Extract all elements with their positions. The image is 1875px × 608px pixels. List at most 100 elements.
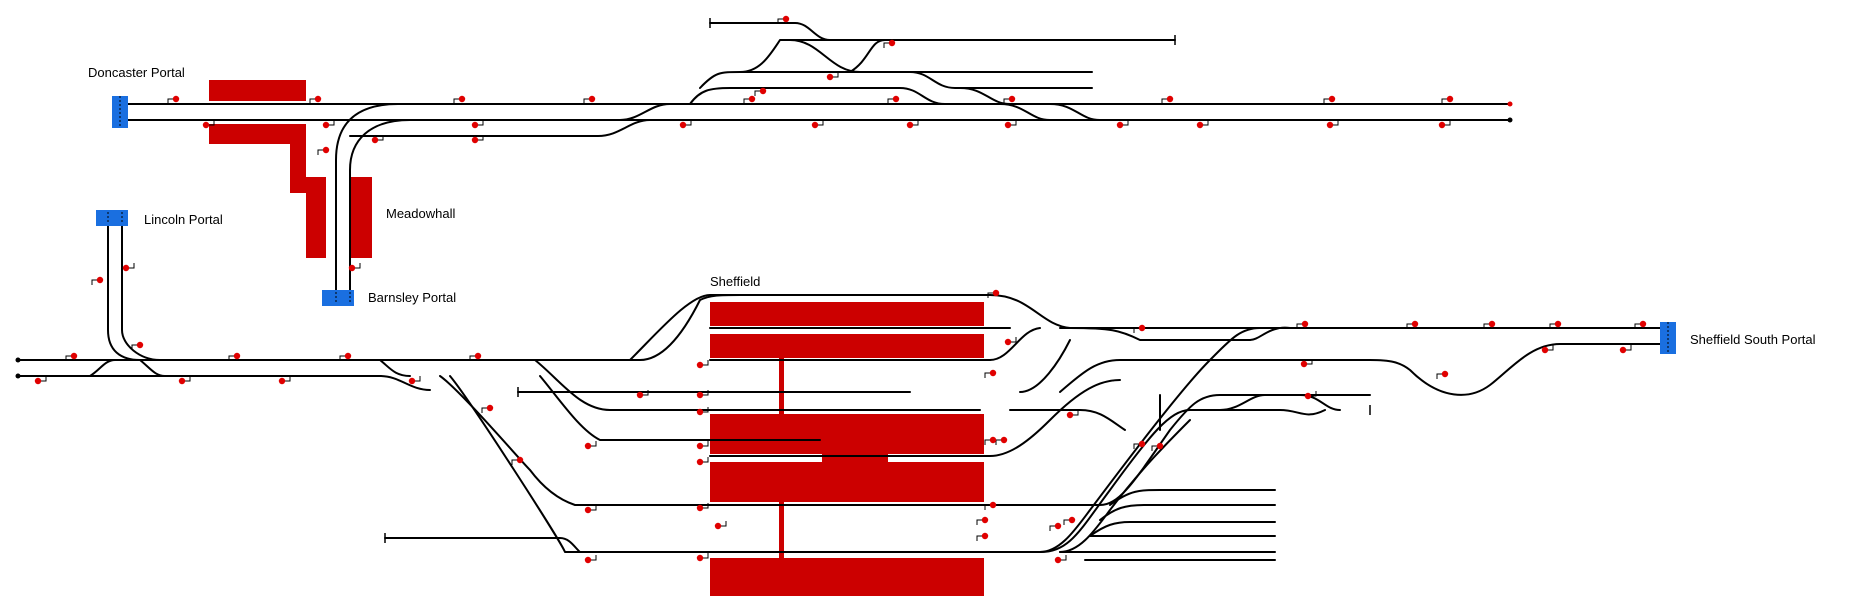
signal-light[interactable] xyxy=(1639,320,1647,328)
sheffield-platform-5 xyxy=(710,558,984,596)
signal-light[interactable] xyxy=(1304,392,1312,400)
signal-light[interactable] xyxy=(233,352,241,360)
signal-light[interactable] xyxy=(314,95,322,103)
signal-light[interactable] xyxy=(1541,346,1549,354)
signal-light[interactable] xyxy=(1488,320,1496,328)
signal-light[interactable] xyxy=(811,121,819,129)
signal-light[interactable] xyxy=(1446,95,1454,103)
track-down-crossover xyxy=(999,103,1051,121)
signal-light[interactable] xyxy=(584,442,592,450)
track-east-crossover-a xyxy=(1219,394,1266,411)
signal-light[interactable] xyxy=(348,264,356,272)
signal-light[interactable] xyxy=(679,121,687,129)
signal-light[interactable] xyxy=(989,501,997,509)
signal-light[interactable] xyxy=(1066,411,1074,419)
signal-light[interactable] xyxy=(344,352,352,360)
signal-light[interactable] xyxy=(1004,121,1012,129)
track-siding-2 xyxy=(1099,504,1276,521)
signal-light[interactable] xyxy=(1000,436,1008,444)
signal-light[interactable] xyxy=(906,121,914,129)
signal-light[interactable] xyxy=(892,95,900,103)
signal-light[interactable] xyxy=(748,95,756,103)
signal-light[interactable] xyxy=(696,442,704,450)
signal-light[interactable] xyxy=(1411,320,1419,328)
signal-light[interactable] xyxy=(588,95,596,103)
sheffield-platforms xyxy=(710,302,984,596)
signal-light[interactable] xyxy=(1438,121,1446,129)
signal-light[interactable] xyxy=(1301,320,1309,328)
signal-light[interactable] xyxy=(714,522,722,530)
signal-light[interactable] xyxy=(696,391,704,399)
track-meadowhall-loop xyxy=(349,119,651,137)
signal-light[interactable] xyxy=(471,136,479,144)
signal-light[interactable] xyxy=(1138,324,1146,332)
track-lincoln-2 xyxy=(121,221,161,361)
signal-light[interactable] xyxy=(584,556,592,564)
barnsley-portal-marker[interactable] xyxy=(322,290,354,306)
track-barnsley-branch-1 xyxy=(335,103,399,293)
signal-light[interactable] xyxy=(992,289,1000,297)
lincoln-portal-marker[interactable] xyxy=(96,210,128,226)
signal-light[interactable] xyxy=(1166,95,1174,103)
signal-light[interactable] xyxy=(1326,121,1334,129)
signal-light[interactable] xyxy=(782,15,790,23)
signal-light[interactable] xyxy=(636,391,644,399)
signal-light[interactable] xyxy=(1054,522,1062,530)
signal-light[interactable] xyxy=(458,95,466,103)
signal-light[interactable] xyxy=(486,404,494,412)
signal-light[interactable] xyxy=(1156,442,1164,450)
signal-light[interactable] xyxy=(989,369,997,377)
signal-light[interactable] xyxy=(1068,516,1076,524)
signal-light[interactable] xyxy=(1328,95,1336,103)
signal-light[interactable] xyxy=(322,121,330,129)
signal-light[interactable] xyxy=(471,121,479,129)
signal-light[interactable] xyxy=(981,516,989,524)
buffer-stop-doncaster-down-east xyxy=(1507,117,1513,123)
signal-light[interactable] xyxy=(759,87,767,95)
signal-light[interactable] xyxy=(516,456,524,464)
signal-light[interactable] xyxy=(34,377,42,385)
signal-light[interactable] xyxy=(70,352,78,360)
signal-light[interactable] xyxy=(696,361,704,369)
signal-light[interactable] xyxy=(322,146,330,154)
signal-light[interactable] xyxy=(1300,360,1308,368)
signal-light[interactable] xyxy=(888,39,896,47)
signal-light[interactable] xyxy=(696,554,704,562)
signal-light[interactable] xyxy=(1196,121,1204,129)
signal-light[interactable] xyxy=(696,458,704,466)
signal-light[interactable] xyxy=(178,377,186,385)
signal-light[interactable] xyxy=(136,341,144,349)
signal-light[interactable] xyxy=(371,136,379,144)
track-east-loop-2 xyxy=(1249,326,1291,341)
signal-light[interactable] xyxy=(278,377,286,385)
signal-light[interactable] xyxy=(474,352,482,360)
signal-light[interactable] xyxy=(1054,556,1062,564)
tracks xyxy=(17,22,1671,561)
buffer-stops xyxy=(15,18,1513,543)
meadowhall-platform-west xyxy=(209,124,326,258)
signal-light[interactable] xyxy=(408,377,416,385)
signal-light[interactable] xyxy=(172,95,180,103)
signal-light[interactable] xyxy=(1116,121,1124,129)
track-east-2 xyxy=(1009,409,1126,431)
signal-light[interactable] xyxy=(826,73,834,81)
signal-light[interactable] xyxy=(1441,370,1449,378)
signal-light[interactable] xyxy=(584,506,592,514)
track-loop-upper-2 xyxy=(699,71,1093,89)
sheffield-footbridge-north xyxy=(779,356,784,416)
signal-light[interactable] xyxy=(981,532,989,540)
signal-light[interactable] xyxy=(989,436,997,444)
signal-light[interactable] xyxy=(1008,95,1016,103)
track-sheffield-top-loop xyxy=(629,294,1071,361)
signal-light[interactable] xyxy=(1004,338,1012,346)
signal-light[interactable] xyxy=(1138,440,1146,448)
signal-light[interactable] xyxy=(696,504,704,512)
signal-light[interactable] xyxy=(122,264,130,272)
signal-light[interactable] xyxy=(202,121,210,129)
signal-light[interactable] xyxy=(96,276,104,284)
signal-light[interactable] xyxy=(1554,320,1562,328)
signal-light[interactable] xyxy=(696,408,704,416)
signal-light[interactable] xyxy=(1619,346,1627,354)
label-lincoln-portal: Lincoln Portal xyxy=(144,212,223,227)
